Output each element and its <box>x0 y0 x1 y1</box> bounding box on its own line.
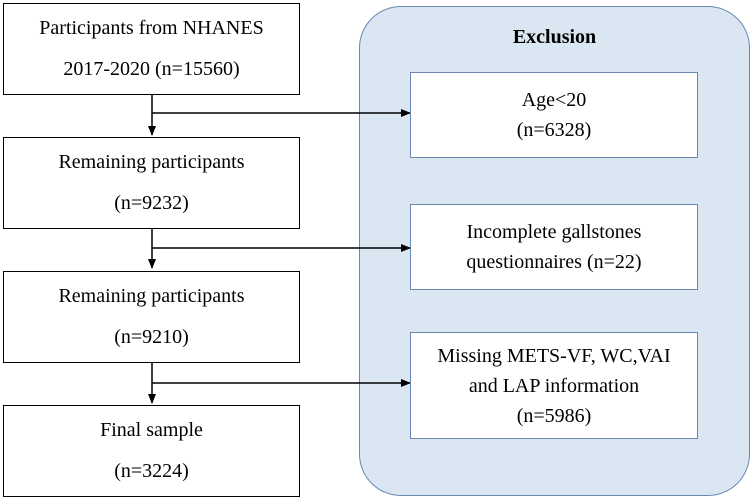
exclusion-box-missing-line2: and LAP information <box>468 374 640 397</box>
flow-box-remaining-2-line2: (n=9210) <box>114 326 189 348</box>
exclusion-box-questionnaire: Incomplete gallstones questionnaires (n=… <box>410 204 698 290</box>
flow-box-remaining-2: Remaining participants (n=9210) <box>3 271 300 363</box>
exclusion-box-questionnaire-line2: questionnaires (n=22) <box>466 251 642 273</box>
flow-box-remaining-1-line1: Remaining participants <box>58 151 245 173</box>
exclusion-box-missing-line1: Missing METS-VF, WC,VAI <box>437 344 671 367</box>
flow-box-remaining-1-line2: (n=9232) <box>114 192 189 214</box>
exclusion-box-missing: Missing METS-VF, WC,VAI and LAP informat… <box>410 332 698 439</box>
flow-box-remaining-1: Remaining participants (n=9232) <box>3 137 300 229</box>
flow-box-final-line2: (n=3224) <box>114 460 189 482</box>
flow-box-final: Final sample (n=3224) <box>3 405 300 497</box>
flow-box-remaining-2-line1: Remaining participants <box>58 285 245 307</box>
flow-box-start: Participants from NHANES 2017-2020 (n=15… <box>3 3 300 95</box>
exclusion-box-questionnaire-line1: Incomplete gallstones <box>466 221 642 243</box>
exclusion-box-age-line2: (n=6328) <box>516 119 592 141</box>
flow-box-final-line1: Final sample <box>100 419 203 441</box>
exclusion-box-missing-line3: (n=5986) <box>516 404 592 427</box>
flow-box-start-line2: 2017-2020 (n=15560) <box>63 58 240 80</box>
flow-box-start-line1: Participants from NHANES <box>39 17 264 39</box>
exclusion-box-age: Age<20 (n=6328) <box>410 72 698 158</box>
exclusion-title: Exclusion <box>512 26 597 48</box>
exclusion-box-age-line1: Age<20 <box>521 89 587 111</box>
